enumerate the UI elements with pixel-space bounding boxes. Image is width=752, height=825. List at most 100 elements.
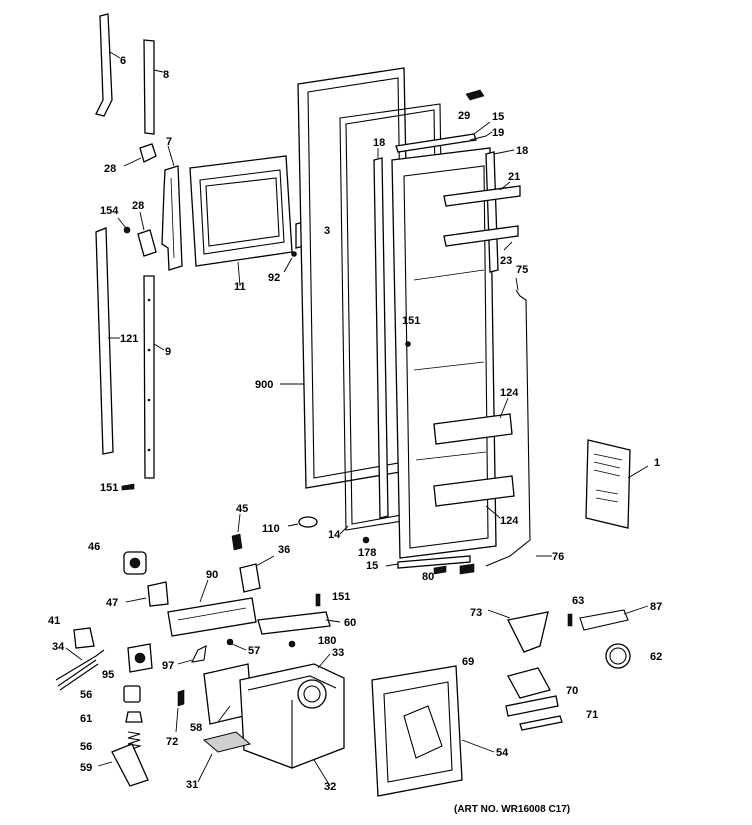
door-liner: [391, 147, 497, 559]
part-124-lower-bin: [433, 475, 515, 519]
part-62-ring: [605, 643, 631, 669]
callout-63: 63: [572, 595, 584, 607]
part-97-spring: [177, 645, 207, 665]
callout-18-right: 18: [516, 145, 528, 157]
part-59-lever: [97, 743, 149, 787]
callout-62: 62: [650, 651, 662, 663]
part-34-wire-harness: [55, 647, 105, 691]
callout-57: 57: [248, 645, 260, 657]
part-75-76-water-line: [485, 277, 552, 567]
part-110-button: [287, 516, 318, 528]
callout-80: 80: [422, 571, 434, 583]
part-23-shelf-bar: [443, 225, 519, 251]
part-73-chute: [487, 609, 549, 653]
callout-15-top: 15: [492, 111, 504, 123]
callout-31: 31: [186, 779, 198, 791]
callout-59: 59: [80, 762, 92, 774]
callout-75: 75: [516, 264, 528, 276]
part-151-screw-middle: [315, 593, 321, 607]
callout-124-lower: 124: [500, 515, 519, 527]
callout-90: 90: [206, 569, 218, 581]
part-1-owners-manual: [585, 439, 649, 529]
callout-110: 110: [262, 523, 280, 535]
part-6-trim-strip: [95, 13, 121, 117]
part-69-flapper: [507, 667, 551, 699]
callout-154: 154: [100, 205, 119, 217]
part-15-bottom-trim: [385, 555, 471, 569]
callout-178: 178: [358, 547, 376, 559]
part-121-trim-strip: [95, 227, 120, 455]
part-180-screw: [288, 640, 296, 648]
callout-36: 36: [278, 544, 290, 556]
part-95-motor: [127, 643, 153, 673]
callout-56-upper: 56: [80, 689, 92, 701]
callout-7: 7: [166, 136, 172, 148]
callout-14: 14: [328, 529, 341, 541]
part-31-drip-tray: [197, 731, 252, 783]
callout-28-lower: 28: [132, 200, 144, 212]
callout-11: 11: [234, 281, 246, 293]
callout-18-left: 18: [373, 137, 385, 149]
callout-45: 45: [236, 503, 248, 515]
part-124-upper-bin: [433, 397, 513, 445]
part-47-switch: [125, 581, 169, 607]
callout-151-liner: 151: [402, 315, 420, 327]
part-72-spring: [175, 689, 185, 733]
callout-71: 71: [586, 709, 598, 721]
callout-69: 69: [462, 656, 474, 668]
callout-28-upper: 28: [104, 163, 116, 175]
callout-61: 61: [80, 713, 92, 725]
part-8-trim-strip: [143, 39, 164, 135]
part-92-screw: [283, 251, 297, 273]
part-32-dispenser-housing: [239, 663, 345, 787]
callout-54: 54: [496, 747, 509, 759]
callout-900: 900: [255, 379, 273, 391]
callout-121: 121: [120, 333, 138, 345]
callout-1: 1: [654, 457, 660, 469]
callout-58: 58: [190, 722, 202, 734]
part-46-knob: [123, 551, 147, 575]
callout-19: 19: [492, 127, 504, 139]
callout-97: 97: [162, 660, 174, 672]
callout-87: 87: [650, 601, 662, 613]
callout-21: 21: [508, 171, 520, 183]
part-70-lever: [505, 695, 559, 717]
part-61-nut: [125, 711, 143, 723]
part-18-breaker-strip-right: [485, 149, 515, 273]
callout-29: 29: [458, 110, 470, 122]
callout-3: 3: [324, 225, 330, 237]
callout-34: 34: [52, 641, 65, 653]
part-29-clip: [465, 89, 485, 101]
part-45-spring: [231, 513, 243, 551]
part-56-spring: [127, 731, 143, 751]
part-21-shelf-bar: [443, 181, 521, 207]
callout-6: 6: [120, 55, 126, 67]
part-60-actuator: [257, 611, 341, 635]
callout-151-left: 151: [100, 482, 118, 494]
callout-32: 32: [324, 781, 336, 793]
callout-15-bottom: 15: [366, 560, 378, 572]
part-28-upper-bracket: [123, 143, 157, 167]
callout-180: 180: [318, 635, 336, 647]
art-number: (ART NO. WR16008 C17): [454, 804, 570, 815]
callout-70: 70: [566, 685, 578, 697]
callout-9: 9: [165, 346, 171, 358]
callout-56-lower: 56: [80, 741, 92, 753]
part-56-cap-upper: [123, 685, 141, 703]
callout-60: 60: [344, 617, 356, 629]
part-18-breaker-strip-left: [373, 148, 389, 519]
part-28-lower-bracket: [137, 211, 157, 257]
part-154-screw: [117, 217, 131, 234]
callout-76: 76: [552, 551, 564, 563]
callout-92: 92: [268, 272, 280, 284]
callout-41: 41: [48, 615, 60, 627]
part-19-cover: [469, 131, 493, 141]
callout-8: 8: [163, 69, 169, 81]
callout-33: 33: [332, 647, 344, 659]
part-63-screw: [567, 613, 573, 627]
part-87-bracket: [579, 605, 649, 631]
callout-151-middle: 151: [332, 591, 350, 603]
callout-23: 23: [500, 255, 512, 267]
callout-47: 47: [106, 597, 118, 609]
